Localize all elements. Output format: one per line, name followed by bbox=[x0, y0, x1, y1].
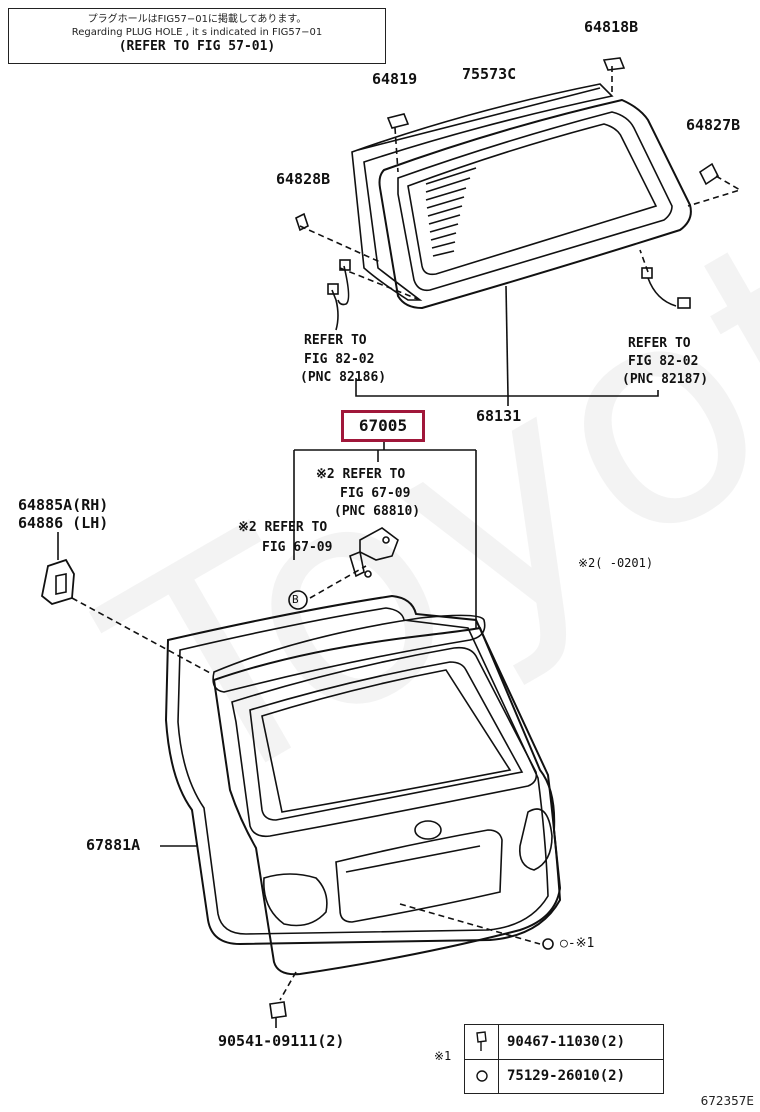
back-window-glass bbox=[299, 66, 742, 310]
note-line-ref: (REFER TO FIG 57-01) bbox=[118, 39, 276, 54]
ref-left-l2: FIG 82-02 bbox=[304, 352, 375, 367]
glass-clips bbox=[295, 57, 720, 232]
legend-table: 90467-11030(2) 75129-26010(2) bbox=[464, 1024, 664, 1094]
label-67881a: 67881A bbox=[86, 836, 141, 854]
callout-b-circle bbox=[288, 590, 308, 610]
legend-row: 75129-26010(2) bbox=[465, 1059, 663, 1093]
label-90541: 90541-09111(2) bbox=[218, 1032, 345, 1050]
bracket-67005 bbox=[293, 442, 477, 628]
ref-right-l3: (PNC 82187) bbox=[622, 372, 709, 387]
ref-left-l3: (PNC 82186) bbox=[300, 370, 387, 385]
label-64827b: 64827B bbox=[686, 116, 741, 134]
legend-marker: ※1 bbox=[434, 1049, 452, 1063]
label-75573c: 75573C bbox=[462, 65, 517, 83]
ref-right-l1: REFER TO bbox=[628, 336, 691, 351]
label-64828b: 64828B bbox=[276, 170, 331, 188]
hinge-part bbox=[41, 532, 75, 605]
ref-upper-l3: (PNC 68810) bbox=[334, 504, 421, 519]
label-64818b: 64818B bbox=[584, 18, 639, 36]
ref-lower-l1: ※2 REFER TO bbox=[238, 520, 328, 535]
note-line-jp: プラグホールはFIG57−01に掲載してあります。 bbox=[87, 14, 307, 25]
highlighted-part-67005[interactable]: 67005 bbox=[341, 410, 425, 442]
label-64819: 64819 bbox=[372, 70, 418, 88]
label-64885a: 64885A(RH) bbox=[18, 496, 109, 514]
date-note: ※2( -0201) bbox=[578, 556, 654, 570]
legend-code-1: 90467-11030(2) bbox=[507, 1034, 626, 1050]
screw-part bbox=[269, 1001, 287, 1028]
clip-ring-icon bbox=[465, 1059, 499, 1093]
grommet-part bbox=[542, 938, 554, 950]
label-67005: 67005 bbox=[358, 416, 408, 435]
bracket-68131 bbox=[355, 285, 659, 406]
label-68131: 68131 bbox=[476, 407, 522, 425]
mark-note-1: ○-※1 bbox=[560, 936, 595, 951]
ref-upper-l2: FIG 67-09 bbox=[340, 486, 411, 501]
lock-assembly bbox=[349, 527, 399, 578]
back-door-panel bbox=[71, 565, 562, 1001]
ref-upper-l1: ※2 REFER TO bbox=[316, 467, 406, 482]
callout-b-letter: B bbox=[292, 593, 299, 606]
defogger-wires bbox=[327, 259, 691, 331]
note-line-en: Regarding PLUG HOLE , it s indicated in … bbox=[71, 27, 323, 38]
bolt-icon bbox=[465, 1025, 499, 1059]
ref-left-l1: REFER TO bbox=[304, 333, 367, 348]
label-64886: 64886 (LH) bbox=[18, 514, 109, 532]
ref-right-l2: FIG 82-02 bbox=[628, 354, 699, 369]
legend-code-2: 75129-26010(2) bbox=[507, 1068, 626, 1084]
ref-lower-l2: FIG 67-09 bbox=[262, 540, 333, 555]
plug-hole-note: プラグホールはFIG57−01に掲載してあります。 Regarding PLUG… bbox=[8, 8, 386, 64]
legend-row: 90467-11030(2) bbox=[465, 1025, 663, 1060]
figure-id: 672357E bbox=[700, 1094, 754, 1108]
